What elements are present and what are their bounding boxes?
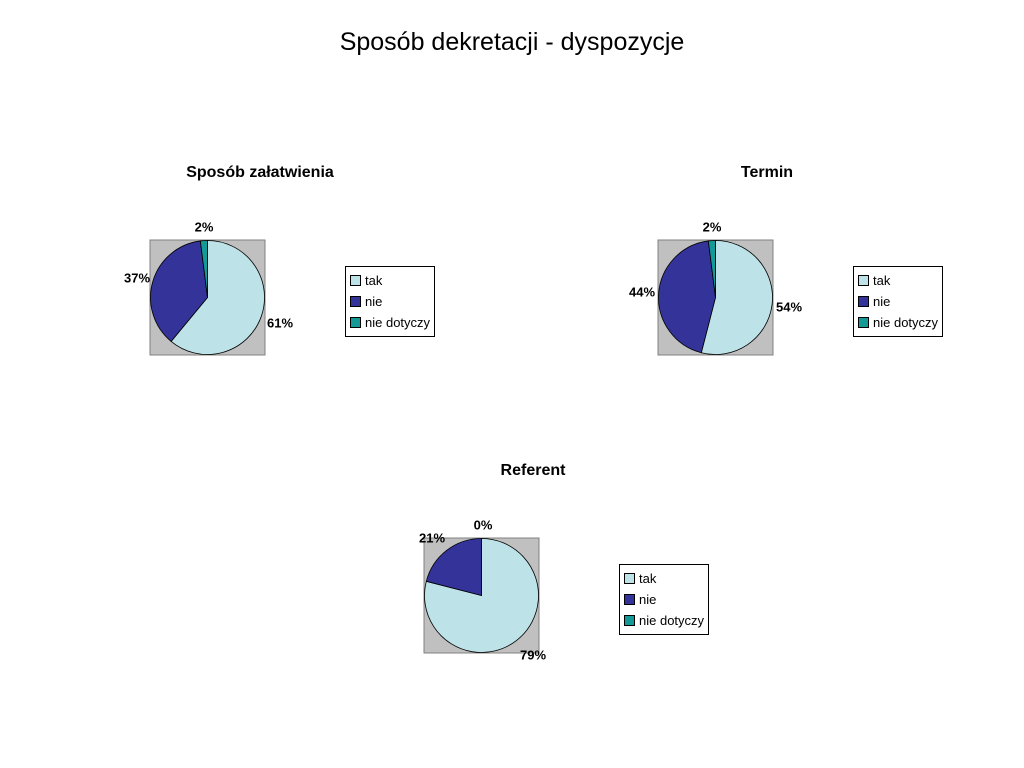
legend-label: nie bbox=[873, 294, 891, 309]
legend-item-nie: nie bbox=[858, 291, 938, 312]
plot-area bbox=[423, 537, 540, 654]
legend-item-nie-dotyczy: nie dotyczy bbox=[858, 312, 938, 333]
plot-area bbox=[657, 239, 774, 356]
data-label-nie-dotyczy: 2% bbox=[702, 219, 722, 235]
pie-chart bbox=[657, 239, 774, 356]
data-label-nie-dotyczy: 0% bbox=[473, 517, 493, 533]
chart-title: Sposób załatwienia bbox=[186, 164, 334, 181]
legend-item-nie: nie bbox=[624, 589, 704, 610]
legend-swatch-nie bbox=[350, 296, 361, 307]
legend-swatch-nie-dotyczy bbox=[624, 615, 635, 626]
legend-label: nie bbox=[365, 294, 383, 309]
legend-swatch-tak bbox=[858, 275, 869, 286]
data-label-nie: 37% bbox=[123, 270, 151, 286]
legend: tak nie nie dotyczy bbox=[345, 266, 436, 337]
legend-item-tak: tak bbox=[624, 568, 704, 589]
pie-slice-nie bbox=[150, 240, 208, 342]
legend-swatch-tak bbox=[624, 573, 635, 584]
legend-label: tak bbox=[639, 571, 657, 586]
pie-chart bbox=[423, 537, 540, 654]
chart-title: Referent bbox=[500, 462, 566, 479]
data-label-nie: 21% bbox=[418, 530, 446, 546]
legend: tak nie nie dotyczy bbox=[619, 564, 710, 635]
data-label-nie: 44% bbox=[628, 284, 656, 300]
pie-slice-nie bbox=[658, 240, 716, 354]
pie-chart bbox=[149, 239, 266, 356]
legend-swatch-nie-dotyczy bbox=[350, 317, 361, 328]
legend-swatch-nie-dotyczy bbox=[858, 317, 869, 328]
pie-slice-nie-dotyczy bbox=[199, 240, 208, 298]
legend-item-nie: nie bbox=[350, 291, 430, 312]
legend-label: nie bbox=[639, 592, 657, 607]
page-title: Sposób dekretacji - dyspozycje bbox=[339, 28, 685, 56]
legend: tak nie nie dotyczy bbox=[853, 266, 944, 337]
pie-slice-tak bbox=[700, 240, 773, 355]
pie-slice-tak bbox=[170, 240, 265, 355]
legend-label: nie dotyczy bbox=[639, 613, 705, 628]
data-label-nie-dotyczy: 2% bbox=[194, 219, 214, 235]
legend-item-nie-dotyczy: nie dotyczy bbox=[624, 610, 704, 631]
pie-slice-nie bbox=[425, 538, 482, 597]
legend-label: nie dotyczy bbox=[873, 315, 939, 330]
data-label-tak: 79% bbox=[519, 647, 547, 663]
legend-item-tak: tak bbox=[350, 270, 430, 291]
data-label-tak: 54% bbox=[775, 299, 803, 315]
legend-item-nie-dotyczy: nie dotyczy bbox=[350, 312, 430, 333]
legend-swatch-nie bbox=[858, 296, 869, 307]
pie-slice-nie-dotyczy bbox=[707, 240, 716, 298]
data-label-tak: 61% bbox=[266, 315, 294, 331]
chart-title: Termin bbox=[740, 164, 794, 181]
legend-swatch-tak bbox=[350, 275, 361, 286]
legend-item-tak: tak bbox=[858, 270, 938, 291]
legend-label: nie dotyczy bbox=[365, 315, 431, 330]
legend-swatch-nie bbox=[624, 594, 635, 605]
legend-label: tak bbox=[873, 273, 891, 288]
plot-area bbox=[149, 239, 266, 356]
legend-label: tak bbox=[365, 273, 383, 288]
pie-slice-tak bbox=[424, 538, 539, 653]
